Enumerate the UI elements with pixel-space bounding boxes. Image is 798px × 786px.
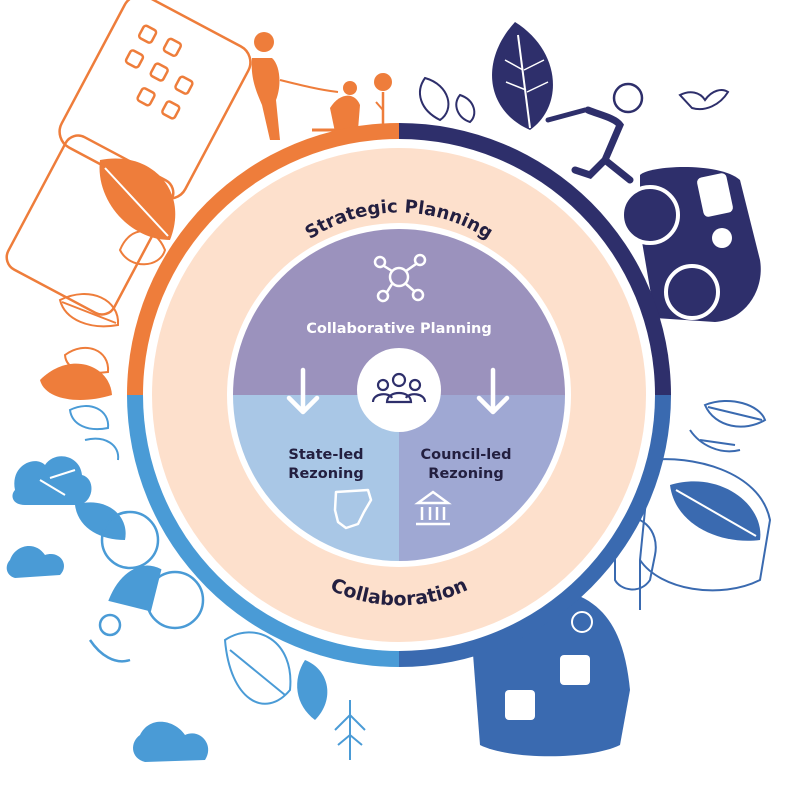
leaf-icon	[670, 481, 761, 541]
cyclist-icon	[88, 510, 205, 663]
state-led-label-line2: Rezoning	[288, 466, 363, 482]
bird-icon	[678, 89, 730, 111]
state-led-label-line1: State-led	[288, 447, 363, 463]
down-arrow-icon	[286, 367, 320, 415]
car-icon	[620, 166, 761, 322]
background-illustrations	[5, 0, 772, 762]
leaf-outline-icon	[223, 631, 366, 760]
leaf-outline-icon	[638, 400, 772, 592]
leaf-icon	[297, 660, 328, 720]
collaborative-planning-label: Collaborative Planning	[306, 321, 492, 337]
nsw-map-icon	[333, 488, 373, 530]
person-walking-dog-icon	[251, 32, 360, 140]
leaf-outline-icon	[68, 405, 120, 461]
leaf-icon	[40, 363, 112, 400]
bush-icon	[6, 545, 65, 578]
flower-icon	[374, 73, 392, 124]
building-columns-icon	[414, 490, 452, 526]
leaf-outline-icon	[419, 76, 476, 124]
council-led-label-line2: Rezoning	[428, 466, 503, 482]
leaf-icon	[99, 158, 176, 240]
down-arrow-icon	[476, 367, 510, 415]
network-icon	[373, 253, 427, 303]
council-led-label-line1: Council-led	[421, 447, 512, 463]
bush-icon	[133, 721, 209, 762]
bush-icon	[12, 456, 92, 505]
leaf-icon	[492, 22, 553, 130]
people-group-icon	[357, 348, 441, 432]
leaf-icon	[75, 502, 126, 540]
running-person-icon	[545, 82, 644, 184]
